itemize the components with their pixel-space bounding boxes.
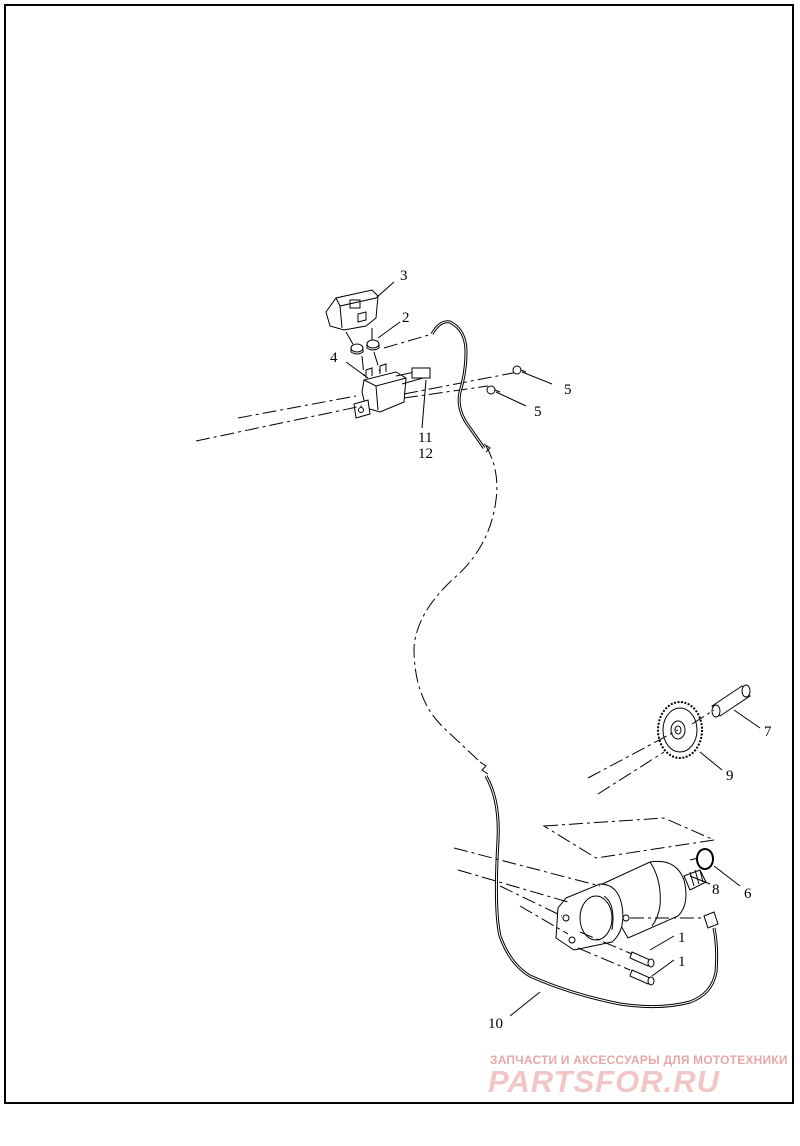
callout-8: 8 (712, 882, 720, 898)
watermark-tagline: ЗАПЧАСТИ И АКСЕССУАРЫ ДЛЯ МОТОТЕХНИКИ (490, 1053, 788, 1067)
starter-motor-part-8 (555, 860, 707, 951)
callout-1a: 1 (678, 930, 686, 946)
o-ring-part-6 (696, 848, 714, 870)
mounting-bolts-part-1 (629, 951, 655, 986)
callout-4: 4 (330, 350, 338, 366)
callout-12: 12 (418, 446, 433, 462)
relay-cover-part-3 (325, 289, 379, 331)
leader-lines (345, 281, 761, 1017)
idler-gear-part-9 (657, 701, 703, 759)
callout-2: 2 (402, 310, 410, 326)
callout-5a: 5 (564, 382, 572, 398)
starter-cable-part-10 (413, 320, 719, 1009)
diagram-frame (4, 4, 794, 1104)
callout-3: 3 (400, 268, 408, 284)
callout-11: 11 (418, 430, 432, 446)
callout-1b: 1 (678, 954, 686, 970)
terminal-nuts-part-2 (350, 339, 380, 355)
watermark-logo: PARTSFOR.RU (488, 1064, 721, 1099)
callout-6: 6 (744, 886, 752, 902)
callout-7: 7 (764, 724, 772, 740)
callout-5b: 5 (534, 404, 542, 420)
screws-part-5 (486, 365, 527, 395)
callout-10: 10 (488, 1016, 503, 1032)
gear-shaft-part-7 (711, 684, 751, 718)
starter-relay-part-4 (353, 363, 431, 419)
callout-9: 9 (726, 768, 734, 784)
